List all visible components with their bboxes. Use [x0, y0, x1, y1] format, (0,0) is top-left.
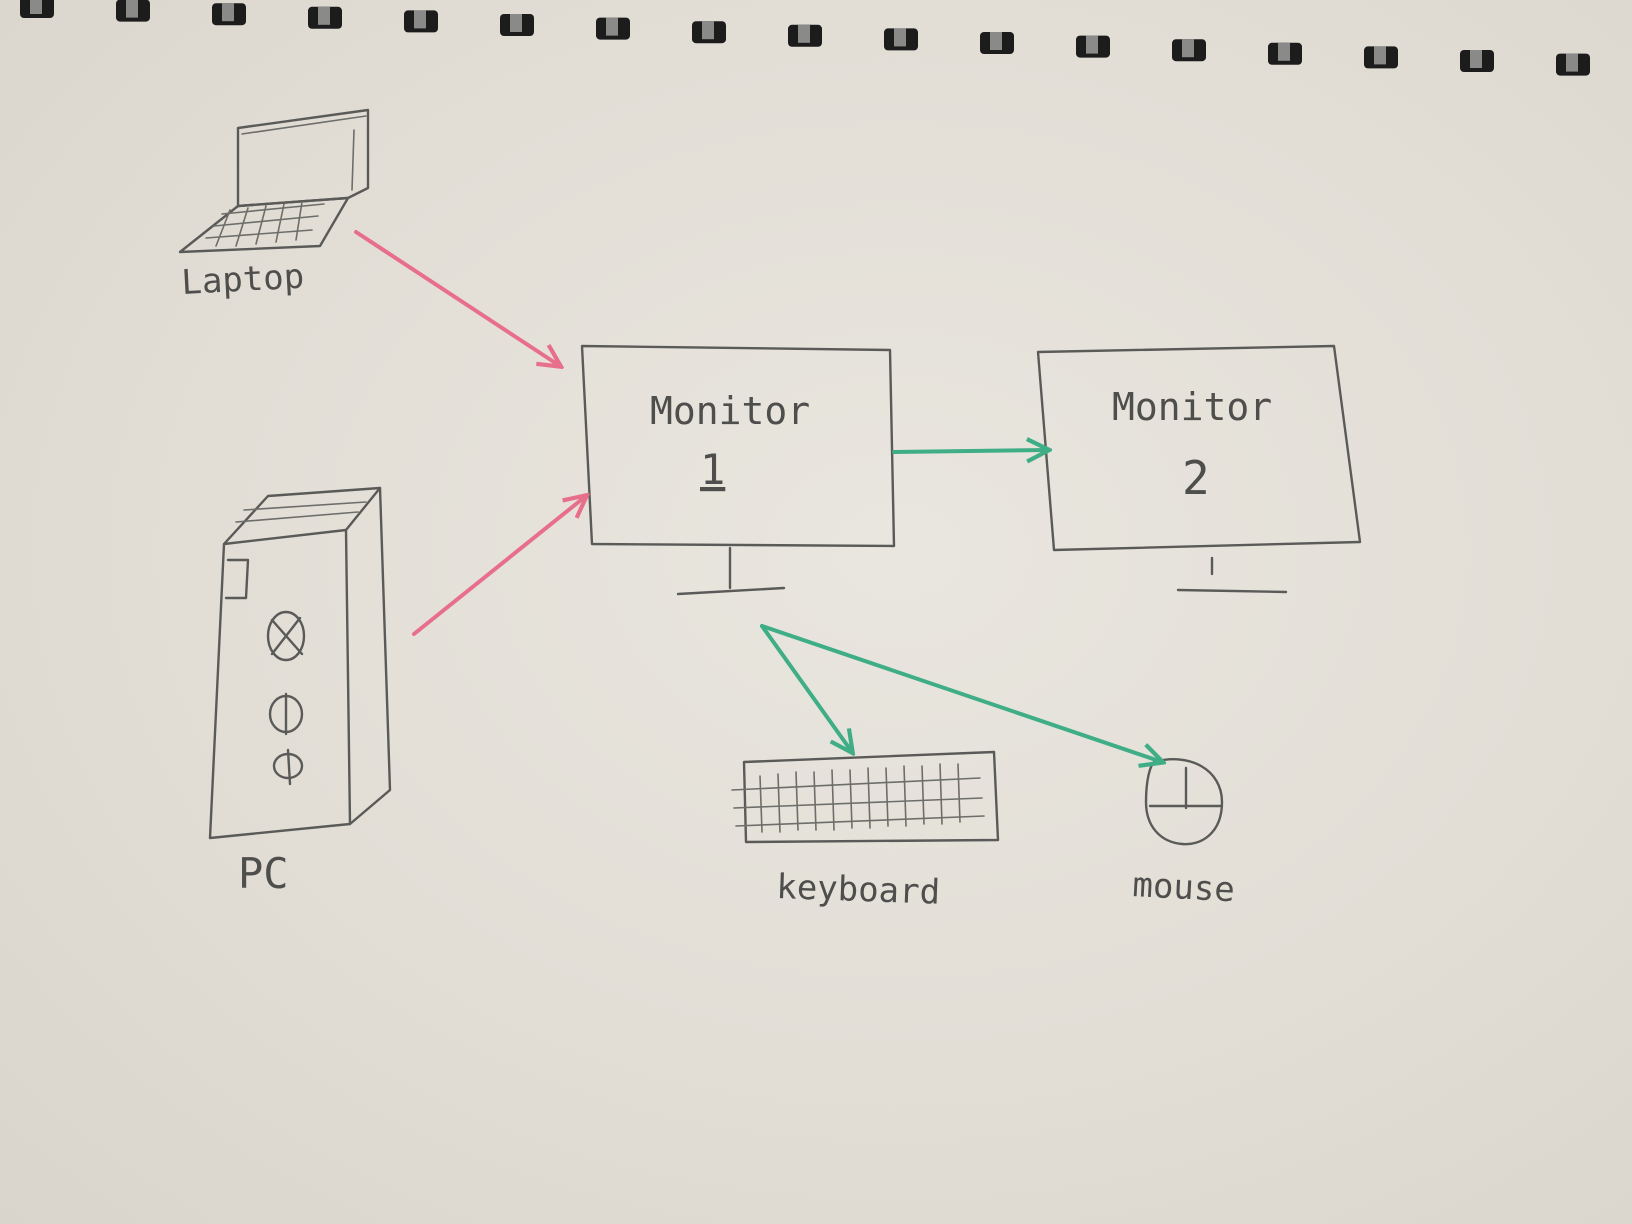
spiral-coil-highlight	[1566, 53, 1578, 72]
spiral-coil-highlight	[126, 0, 138, 18]
arrow-laptop-to-monitor-1	[354, 230, 560, 366]
keyboard-icon	[731, 750, 1000, 844]
monitor-2-title: Monitor	[1112, 385, 1272, 429]
spiral-coil-highlight	[1470, 50, 1482, 68]
pc-label: PC	[238, 849, 289, 898]
pc-tower-icon	[208, 486, 392, 840]
laptop-icon	[178, 108, 370, 254]
spiral-coil-highlight	[606, 17, 618, 36]
monitor-2	[1036, 344, 1362, 594]
spiral-coil-highlight	[1086, 35, 1098, 54]
monitor-1-title: Monitor	[650, 389, 810, 433]
monitor-1-number: 1	[700, 445, 725, 494]
spiral-coil-highlight	[798, 24, 810, 43]
laptop-label: Laptop	[180, 257, 305, 303]
spiral-coil-highlight	[30, 0, 42, 14]
monitor-2-number: 2	[1182, 451, 1210, 505]
keyboard-label: keyboard	[776, 867, 941, 913]
arrow-monitor-1-to-monitor-2	[892, 450, 1048, 452]
mouse-label: mouse	[1132, 865, 1236, 910]
mouse-icon	[1144, 758, 1224, 846]
spiral-coil-highlight	[1374, 46, 1386, 65]
arrow-monitor-1-to-keyboard	[760, 624, 852, 752]
spiral-coil-highlight	[510, 14, 522, 32]
spiral-coil-highlight	[414, 10, 426, 29]
spiral-coil-highlight	[222, 3, 234, 22]
arrow-monitor-1-to-mouse	[760, 624, 1162, 762]
spiral-binding-icon	[20, 0, 1590, 76]
spiral-coil-highlight	[1278, 42, 1290, 61]
arrow-pc-to-monitor-1	[412, 496, 586, 636]
spiral-coil-highlight	[318, 6, 330, 25]
spiral-coil-highlight	[1182, 39, 1194, 58]
spiral-coil-highlight	[894, 28, 906, 47]
spiral-coil-highlight	[702, 21, 714, 40]
monitor-1	[580, 344, 896, 596]
spiral-coil-highlight	[990, 32, 1002, 50]
